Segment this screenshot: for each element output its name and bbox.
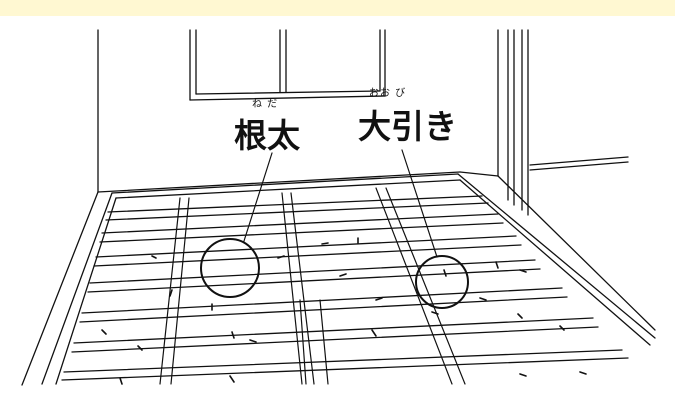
joists (61, 195, 629, 381)
sleeper-label: 大引き (358, 107, 457, 146)
room-walls (21, 29, 656, 386)
top-band (0, 0, 675, 16)
floor-sill (41, 173, 656, 385)
ground-marks (101, 237, 587, 385)
door-frame-icon (507, 29, 629, 216)
window-icon (189, 29, 386, 101)
sleeper-callout (401, 149, 469, 309)
sleeper-label-reading: おお び (369, 88, 407, 99)
joist-callout (200, 152, 273, 298)
joist-label-reading: ね だ (252, 99, 279, 110)
joist-label: 根太 (234, 116, 300, 155)
